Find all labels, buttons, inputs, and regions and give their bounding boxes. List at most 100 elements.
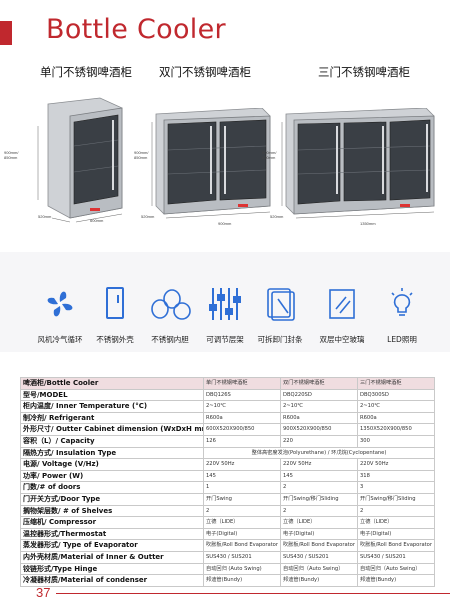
- page-number: 37: [36, 585, 51, 600]
- row-value: R600a: [280, 411, 358, 425]
- row-value: 立德（LIDE）: [357, 516, 435, 529]
- double-door-cooler-image: [151, 108, 271, 219]
- single-width-label: 600mm: [90, 218, 104, 223]
- row-value: 电子(Digital): [280, 527, 358, 541]
- category-double-door: 双门不锈钢啤酒柜: [159, 65, 251, 79]
- row-label: 压缩机/ Compressor: [20, 516, 204, 529]
- single-height-label: 900mm/ 850mm: [4, 150, 19, 160]
- row-label: 功率/ Power (W): [20, 469, 204, 483]
- row-value: DBQ300SD: [357, 388, 435, 402]
- row-label: 蒸发器形式/ Type of Evaporator: [20, 539, 204, 552]
- fan-icon: [30, 287, 90, 321]
- double-width-label: 900mm: [218, 221, 232, 226]
- row-value: 开门Swing/移门Sliding: [357, 492, 435, 506]
- row-value: 1350X520X900/850: [357, 423, 435, 436]
- row-label: 制冷剂/ Refrigerant: [20, 411, 204, 425]
- row-value: SUS430 / SUS201: [203, 550, 281, 564]
- feature-label-glass: 双层中空玻璃: [319, 335, 365, 344]
- features-band: [0, 252, 450, 352]
- footer-rule: [56, 593, 450, 594]
- row-value: R600a: [203, 411, 281, 425]
- row-value: 邦迪管(Bundy): [203, 574, 281, 587]
- row-value: 吹胀板/Roll Bond Evaporator: [280, 539, 358, 552]
- single-door-cooler-image: [37, 97, 123, 223]
- row-value: 开门Swing: [203, 492, 281, 506]
- row-value: 开门Swing/移门Sliding: [280, 492, 358, 506]
- page-title: Bottle Cooler: [46, 14, 226, 45]
- liner-icon: [140, 287, 200, 321]
- row-value: 2: [357, 504, 435, 518]
- row-value: 自动回归 (Auto Swing): [203, 562, 281, 576]
- row-value: 220: [280, 434, 358, 448]
- row-value: 145: [203, 469, 281, 483]
- row-value: DBQ126S: [203, 388, 281, 402]
- triple-door-cooler-image: [281, 108, 435, 219]
- row-label: 隔热方式/ Insulation Type: [20, 446, 204, 460]
- row-value: 300: [357, 434, 435, 448]
- triple-width-label: 1350mm: [360, 221, 376, 226]
- row-value: 145: [280, 469, 358, 483]
- feature-label-fan: 风机冷气循环: [37, 335, 83, 344]
- row-value: 自动回归（Auto Swing）: [280, 562, 358, 576]
- row-value: 1: [203, 481, 281, 494]
- row-value: 2: [280, 481, 358, 494]
- header-col: 双门不锈钢啤酒柜: [280, 377, 358, 390]
- row-value: 电子(Digital): [203, 527, 281, 541]
- row-value: 吹胀板/Roll Bond Evaporator: [357, 539, 435, 552]
- row-value: 邦迪管(Bundy): [280, 574, 358, 587]
- row-label: 搁物架层数/ # of Shelves: [20, 504, 204, 518]
- row-label: 型号/MODEL: [20, 388, 204, 402]
- row-value: SUS430 / SUS201: [357, 550, 435, 564]
- row-value: 自动回归（Auto Swing）: [357, 562, 435, 576]
- feature-label-cabinet: 不锈钢外壳: [96, 335, 134, 344]
- row-value: 2~10℃: [203, 400, 281, 413]
- category-single-door: 单门不锈钢啤酒柜: [40, 65, 132, 79]
- feature-label-door-seal: 可拆卸门封条: [257, 335, 303, 344]
- row-label: 容积（L）/ Capacity: [20, 434, 204, 448]
- row-value: 2~10℃: [357, 400, 435, 413]
- triple-depth-label: 520mm: [270, 214, 284, 219]
- row-value: 吹胀板/Roll Bond Evaporator: [203, 539, 281, 552]
- row-merged-value: 整体高密度发泡(Polyurethane) / 环戊烷(Cyclopentane…: [203, 446, 435, 460]
- double-height-label: 900mm/ 850mm: [134, 150, 149, 160]
- row-value: 220V 50Hz: [203, 458, 281, 471]
- feature-label-shelves: 可调节层架: [206, 335, 244, 344]
- row-value: 立德（LIDE）: [203, 516, 281, 529]
- row-value: 2: [203, 504, 281, 518]
- single-depth-label: 520mm: [38, 214, 52, 219]
- title-accent-bar: [0, 21, 12, 45]
- feature-label-liner: 不锈钢内胆: [151, 335, 189, 344]
- glass-icon: [312, 287, 372, 321]
- row-value: 220V 50Hz: [357, 458, 435, 471]
- row-label: 温控器形式/Thermostat: [20, 527, 204, 541]
- row-value: 126: [203, 434, 281, 448]
- category-triple-door: 三门不锈钢啤酒柜: [318, 65, 410, 79]
- row-label: 内外壳材质/Material of Inner & Outter: [20, 550, 204, 564]
- row-value: 2: [280, 504, 358, 518]
- table-row: 外形尺寸/ Outter Cabinet dimension (WxDxH mm…: [20, 423, 435, 436]
- door-seal-icon: [250, 287, 310, 321]
- row-value: 318: [357, 469, 435, 483]
- row-label: 柜内温度/ Inner Temperature (°C): [20, 400, 204, 413]
- row-label: 门数/# of doors: [20, 481, 204, 494]
- header-col: 单门不锈钢啤酒柜: [203, 377, 281, 390]
- row-label: 铰链形式/Type Hinge: [20, 562, 204, 576]
- row-value: 900X520X900/850: [280, 423, 358, 436]
- header-col: 三门不锈钢啤酒柜: [357, 377, 435, 390]
- row-value: 3: [357, 481, 435, 494]
- sliders-icon: [195, 287, 255, 321]
- feature-label-led: LED照明: [387, 335, 417, 344]
- led-bulb-icon: [372, 287, 432, 321]
